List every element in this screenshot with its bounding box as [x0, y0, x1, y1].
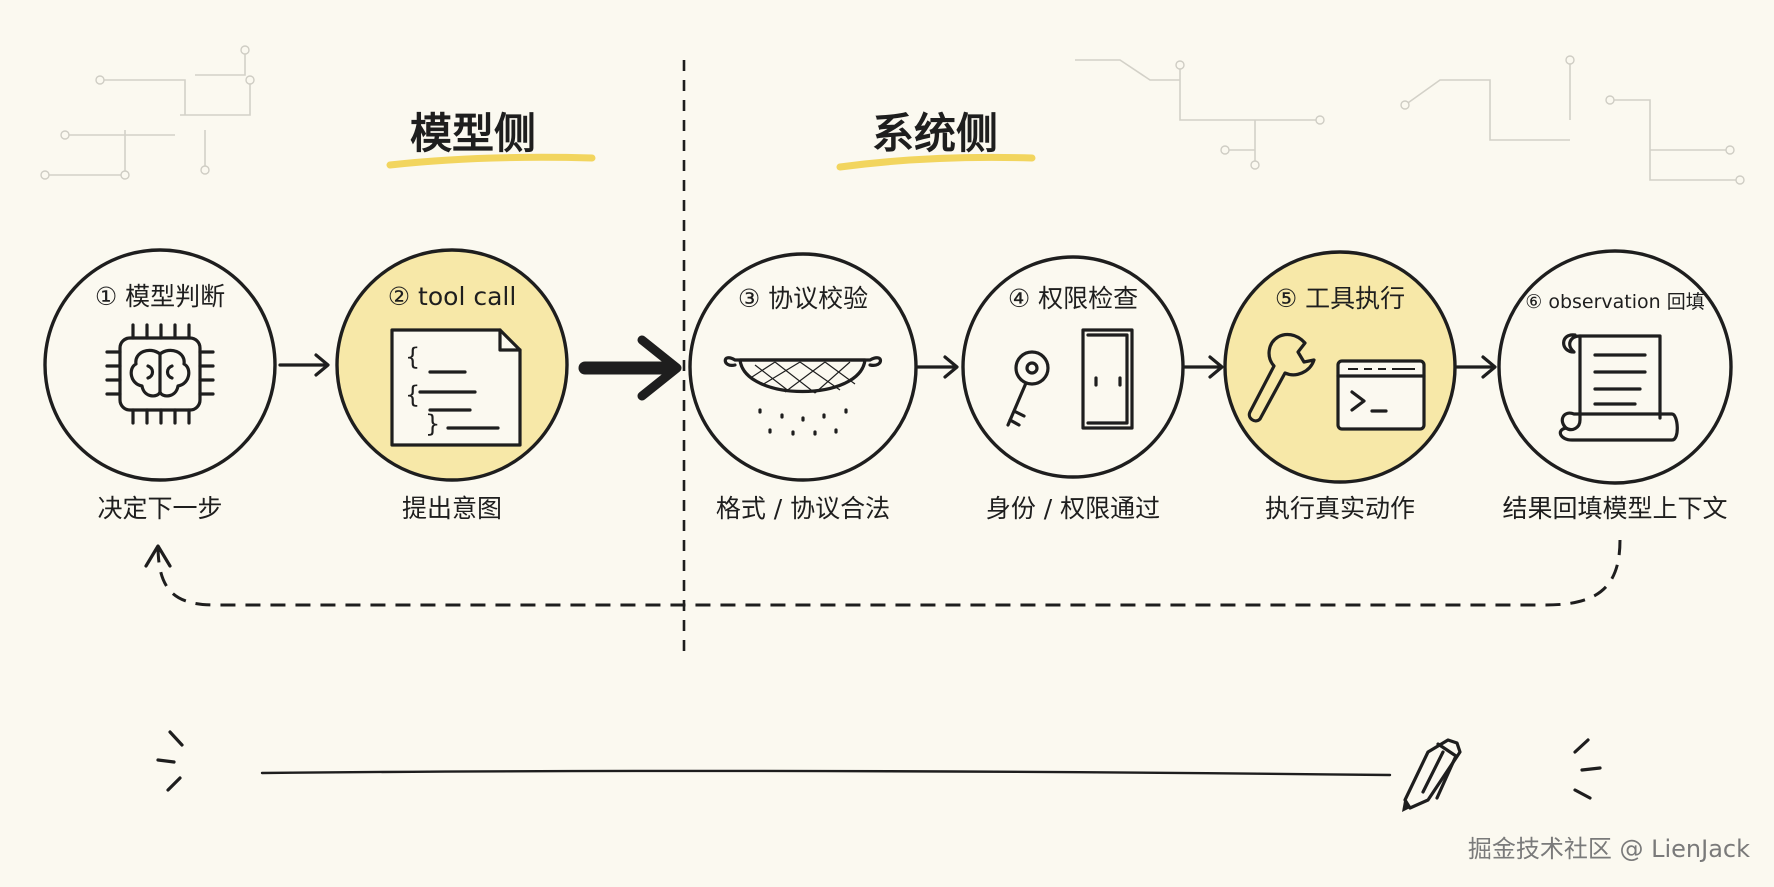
- strainer-icon: [723, 356, 883, 442]
- step-5-node: ⑤ 工具执行: [1223, 250, 1457, 484]
- step-4-desc: 身份 / 权限通过: [986, 494, 1160, 523]
- circuit-decoration-left: [40, 45, 255, 180]
- step-4-node: ④ 权限检查: [961, 255, 1185, 479]
- svg-text:{: {: [405, 381, 420, 409]
- accent-marks-right: [1573, 738, 1602, 800]
- step-2-title: ② tool call: [388, 282, 517, 311]
- system-side-header: 系统侧: [872, 109, 998, 158]
- feedback-loop-line: [156, 539, 1622, 607]
- model-side-underline: [386, 153, 596, 169]
- step-2-desc: 提出意图: [402, 494, 502, 523]
- svg-text:}: }: [425, 410, 440, 438]
- svg-text:{: {: [405, 343, 420, 371]
- timeline-line: [260, 769, 1392, 777]
- step-1-node: ① 模型判断: [43, 248, 277, 482]
- json-document-icon: { { }: [390, 328, 522, 447]
- watermark: 掘金技术社区 @ LienJack: [1468, 835, 1750, 863]
- brain-chip-icon: [105, 323, 215, 425]
- step-6-desc: 结果回填模型上下文: [1502, 494, 1727, 523]
- step-1-desc: 决定下一步: [97, 494, 222, 523]
- step-2-node: ② tool call { { }: [335, 248, 569, 482]
- pencil-icon: [1402, 738, 1462, 812]
- arrow-1-to-2: [278, 353, 330, 377]
- arrow-3-to-4: [916, 355, 959, 379]
- arrow-4-to-5: [1183, 355, 1224, 379]
- step-4-title: ④ 权限检查: [1008, 284, 1138, 313]
- step-6-node: ⑥ observation 回填: [1497, 249, 1733, 485]
- step-5-desc: 执行真实动作: [1265, 494, 1415, 523]
- step-5-title: ⑤ 工具执行: [1275, 284, 1405, 313]
- wrench-terminal-icon: [1247, 332, 1426, 431]
- feedback-arrowhead: [144, 544, 172, 568]
- circuit-decoration-right: [1075, 55, 1745, 185]
- step-1-title: ① 模型判断: [95, 282, 225, 311]
- scroll-icon: [1558, 333, 1679, 442]
- key-door-icon: [1006, 328, 1134, 430]
- step-3-node: ③ 协议校验: [688, 252, 918, 482]
- arrow-2-to-3-bold: [578, 335, 682, 401]
- step-6-title: ⑥ observation 回填: [1525, 291, 1704, 313]
- arrow-5-to-6: [1455, 355, 1497, 379]
- system-side-underline: [836, 153, 1036, 171]
- step-3-desc: 格式 / 协议合法: [716, 494, 890, 523]
- step-3-title: ③ 协议校验: [738, 284, 868, 313]
- model-side-header: 模型侧: [410, 109, 536, 158]
- accent-marks-left: [156, 730, 184, 792]
